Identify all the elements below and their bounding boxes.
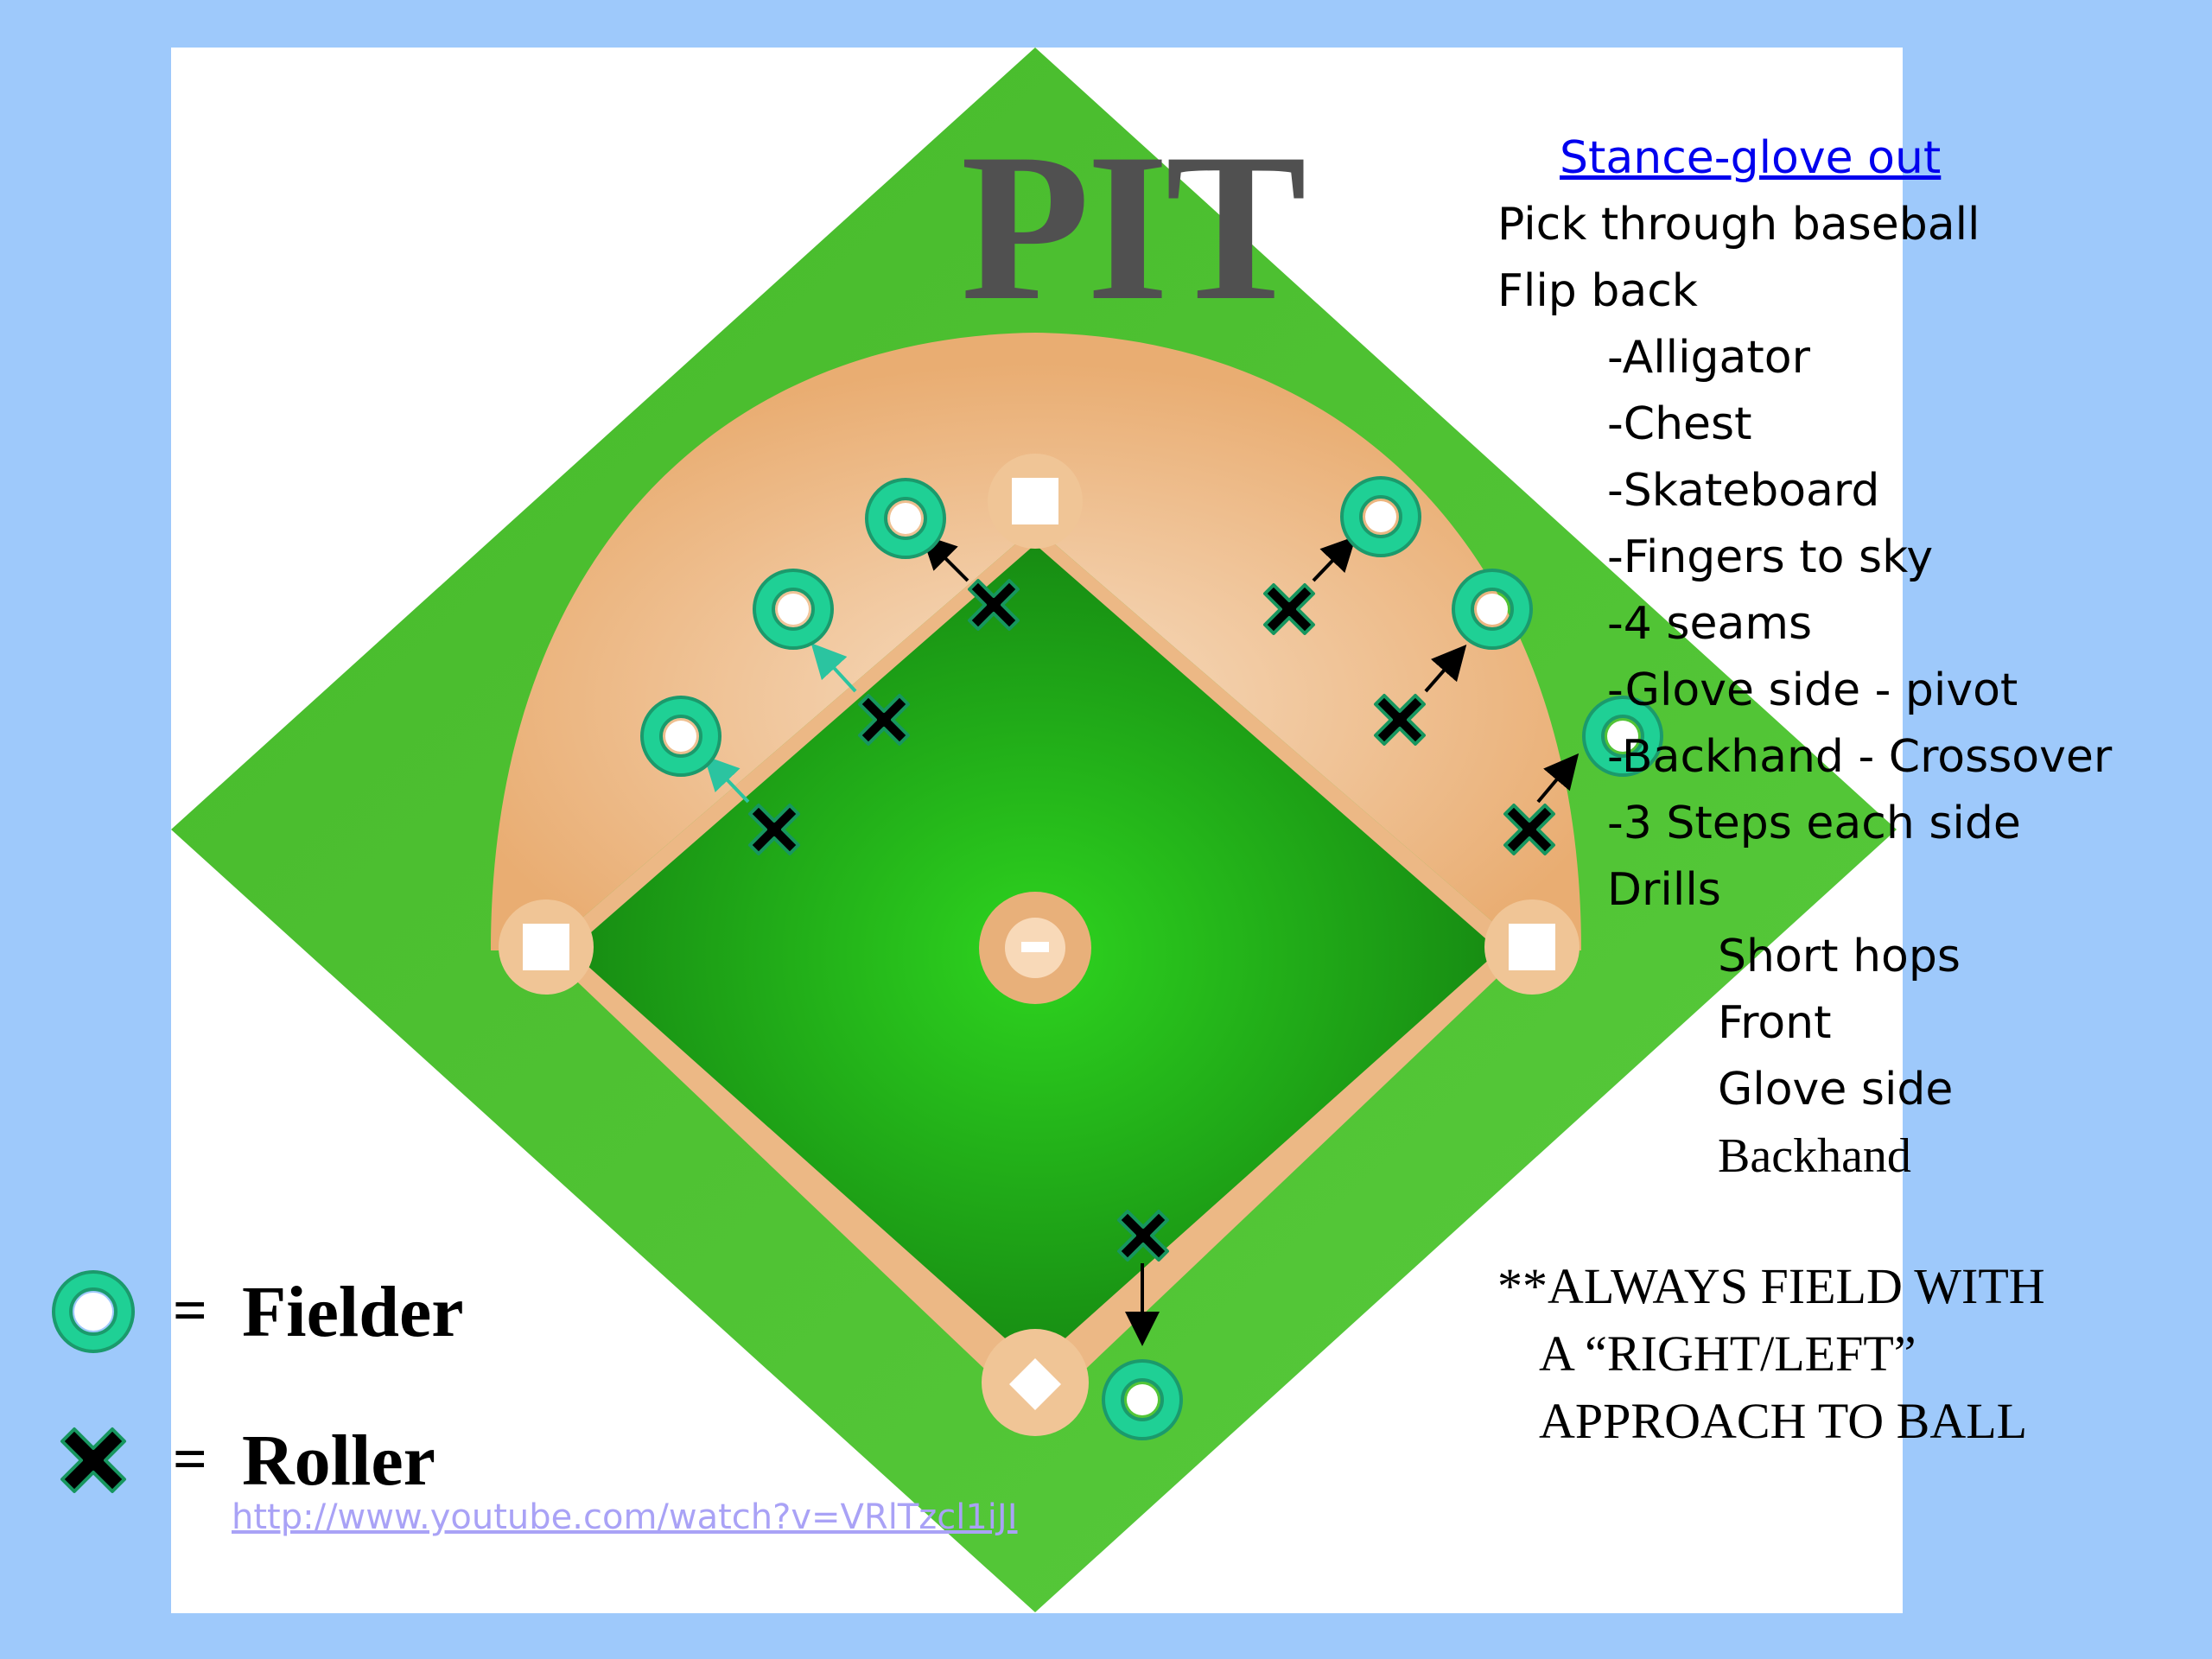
drill-item: Short hops	[1718, 931, 1961, 982]
fielder-icon	[1113, 1370, 1172, 1429]
fielder-icon	[876, 489, 935, 548]
drill-item: Backhand	[1718, 1129, 1911, 1183]
reminder-line: **ALWAYS FIELD WITH	[1497, 1258, 2045, 1314]
legend-roller: = Roller	[50, 1417, 435, 1503]
note-sub-item: -Skateboard	[1607, 465, 1880, 517]
note-sub-item: -4 seams	[1607, 598, 1813, 650]
page-title: PIT	[960, 110, 1306, 344]
video-link[interactable]: http://www.youtube.com/watch?v=VRlTzcl1i…	[232, 1497, 1018, 1537]
note-sub-item: -Glove side - pivot	[1607, 664, 2018, 716]
fielder-icon	[764, 580, 823, 639]
drills-heading: Drills	[1607, 864, 1721, 916]
legend-fielder-label: Fielder	[242, 1271, 464, 1352]
note-sub-item: -3 Steps each side	[1607, 798, 2021, 849]
note-line: Flip back	[1497, 265, 1698, 317]
reminder-line: APPROACH TO BALL	[1539, 1393, 2028, 1449]
approach-reminder: **ALWAYS FIELD WITH A “RIGHT/LEFT” APPRO…	[1497, 1253, 2171, 1455]
stance-heading-link[interactable]: Stance-glove out	[1560, 132, 1942, 184]
legend-equals: =	[173, 1278, 207, 1344]
note-line: Pick through baseball	[1497, 199, 1980, 251]
baseline-dirt	[544, 527, 1526, 1417]
legend-roller-label: Roller	[242, 1420, 435, 1501]
reminder-line: A “RIGHT/LEFT”	[1539, 1325, 1916, 1382]
fielder-icon	[652, 707, 710, 766]
first-base	[1484, 899, 1580, 995]
note-sub-item: -Alligator	[1607, 332, 1810, 384]
roller-x-icon	[60, 1427, 126, 1493]
third-base	[499, 899, 594, 995]
legend-fielder: = Fielder	[50, 1268, 464, 1355]
drill-item: Glove side	[1718, 1064, 1954, 1116]
coaching-notes: Stance-glove out Pick through baseball F…	[1497, 125, 2171, 1190]
home-plate	[982, 1329, 1089, 1436]
infield-dirt-arc	[491, 333, 1581, 950]
note-sub-item: -Fingers to sky	[1607, 531, 1934, 583]
drill-item: Front	[1718, 997, 1832, 1049]
note-sub-item: -Backhand - Crossover	[1607, 731, 2113, 783]
second-base	[988, 454, 1083, 549]
fielder-circle-icon	[52, 1270, 135, 1353]
note-sub-item: -Chest	[1607, 398, 1752, 450]
legend-equals: =	[173, 1427, 207, 1493]
fielder-icon	[1351, 487, 1410, 546]
